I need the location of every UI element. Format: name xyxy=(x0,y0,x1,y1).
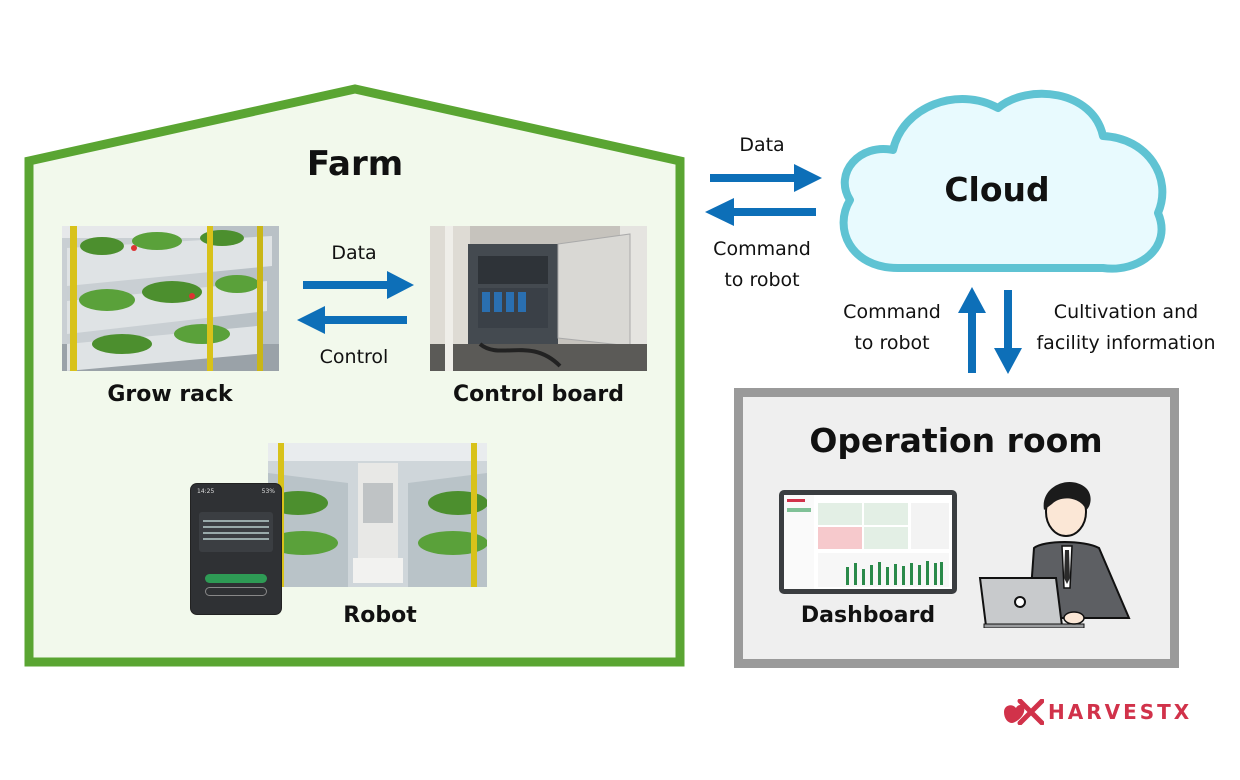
operation-room-title: Operation room xyxy=(809,421,1103,460)
down-arrow-icon xyxy=(994,290,1022,374)
tablet-green-button xyxy=(205,574,267,583)
room-down-label-line2: facility information xyxy=(1036,332,1216,354)
farm-data-label: Data xyxy=(331,242,377,264)
dashboard-screen xyxy=(784,495,952,589)
tablet-time: 14:25 xyxy=(197,488,215,495)
farm-cloud-data-label: Data xyxy=(739,134,785,156)
dashboard-label: Dashboard xyxy=(800,603,936,628)
control-board-label: Control board xyxy=(453,382,624,407)
cloud-shape xyxy=(839,89,1167,273)
left-arrow-icon xyxy=(705,198,816,226)
farm-title: Farm xyxy=(306,144,404,184)
robot-photo xyxy=(268,443,487,587)
room-down-label-line1: Cultivation and xyxy=(1053,301,1199,323)
control-board-photo xyxy=(430,226,647,371)
robot-tablet: 14:25 53% xyxy=(191,484,281,614)
right-arrow-icon xyxy=(303,271,414,299)
farm-cloud-command-line1: Command xyxy=(713,238,811,260)
robot-label: Robot xyxy=(343,603,417,628)
operator-person-icon xyxy=(978,482,1131,628)
farm-control-label: Control xyxy=(319,346,389,368)
tablet-panel-lines xyxy=(203,520,269,522)
brand-name: HARVESTX xyxy=(1048,700,1193,724)
right-arrow-icon xyxy=(710,164,822,192)
room-up-label-line2: to robot xyxy=(854,332,930,354)
room-up-label-line1: Command xyxy=(843,301,941,323)
tablet-outline-button xyxy=(205,587,267,596)
grow-rack-label: Grow rack xyxy=(107,382,233,407)
tablet-panel xyxy=(199,512,273,552)
farm-cloud-command-line2: to robot xyxy=(724,269,800,291)
dashboard-monitor xyxy=(779,490,957,594)
cloud-title: Cloud xyxy=(944,170,1050,209)
up-arrow-icon xyxy=(958,287,986,373)
harvestx-mark-icon xyxy=(1004,699,1044,725)
left-arrow-icon xyxy=(297,306,407,334)
tablet-battery: 53% xyxy=(261,488,275,495)
grow-rack-photo xyxy=(62,226,279,371)
harvestx-logo: HARVESTX xyxy=(1000,698,1192,726)
